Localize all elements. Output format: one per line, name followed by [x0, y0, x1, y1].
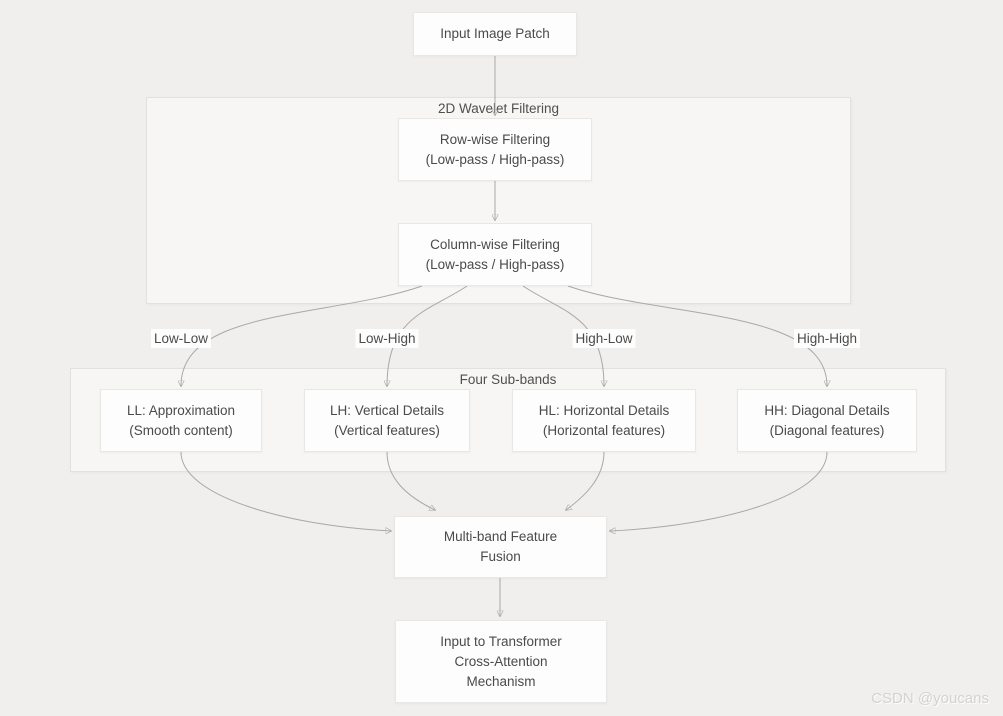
node-label-line: Input to Transformer: [440, 633, 562, 649]
node-row-wise-filtering: Row-wise Filtering (Low-pass / High-pass…: [398, 118, 592, 181]
node-label-line: (Diagonal features): [769, 422, 885, 438]
node-label-line: LL: Approximation: [126, 402, 236, 418]
edge-label-low-low: Low-Low: [150, 329, 212, 348]
node-label-line: Column-wise Filtering: [430, 236, 560, 252]
node-label-line: LH: Vertical Details: [329, 402, 445, 418]
edge-label-high-low: High-Low: [572, 329, 636, 348]
node-column-wise-filtering: Column-wise Filtering (Low-pass / High-p…: [398, 223, 592, 286]
csdn-watermark: CSDN @youcans: [871, 690, 989, 707]
node-ll-approximation: LL: Approximation (Smooth content): [100, 389, 262, 452]
group-title-four-subbands: Four Sub-bands: [459, 372, 557, 387]
group-title-2d-wavelet-filtering: 2D Wavelet Filtering: [437, 101, 560, 116]
node-label-line: Cross-Attention: [454, 653, 548, 669]
node-multi-band-feature-fusion: Multi-band Feature Fusion: [394, 516, 607, 578]
node-hh-diagonal-details: HH: Diagonal Details (Diagonal features): [737, 389, 917, 452]
node-label-line: (Low-pass / High-pass): [425, 151, 565, 167]
node-label-line: (Vertical features): [334, 422, 440, 438]
edge-label-high-high: High-High: [793, 329, 861, 348]
edge-label-low-high: Low-High: [355, 329, 419, 348]
node-input-image-patch: Input Image Patch: [413, 12, 577, 56]
node-label-line: HL: Horizontal Details: [538, 402, 670, 418]
node-hl-horizontal-details: HL: Horizontal Details (Horizontal featu…: [512, 389, 696, 452]
node-label-line: Fusion: [480, 549, 521, 564]
node-lh-vertical-details: LH: Vertical Details (Vertical features): [304, 389, 470, 452]
node-label-line: (Smooth content): [129, 422, 233, 438]
node-label-line: HH: Diagonal Details: [764, 402, 890, 418]
node-label-line: Multi-band Feature: [443, 529, 558, 544]
node-label: Input Image Patch: [440, 26, 550, 41]
node-label-line: (Horizontal features): [542, 422, 666, 438]
node-input-to-transformer-cross-attention: Input to Transformer Cross-Attention Mec…: [395, 620, 607, 703]
node-label-line: (Low-pass / High-pass): [425, 256, 565, 272]
node-label-line: Row-wise Filtering: [439, 131, 551, 147]
node-label-line: Mechanism: [466, 673, 536, 689]
